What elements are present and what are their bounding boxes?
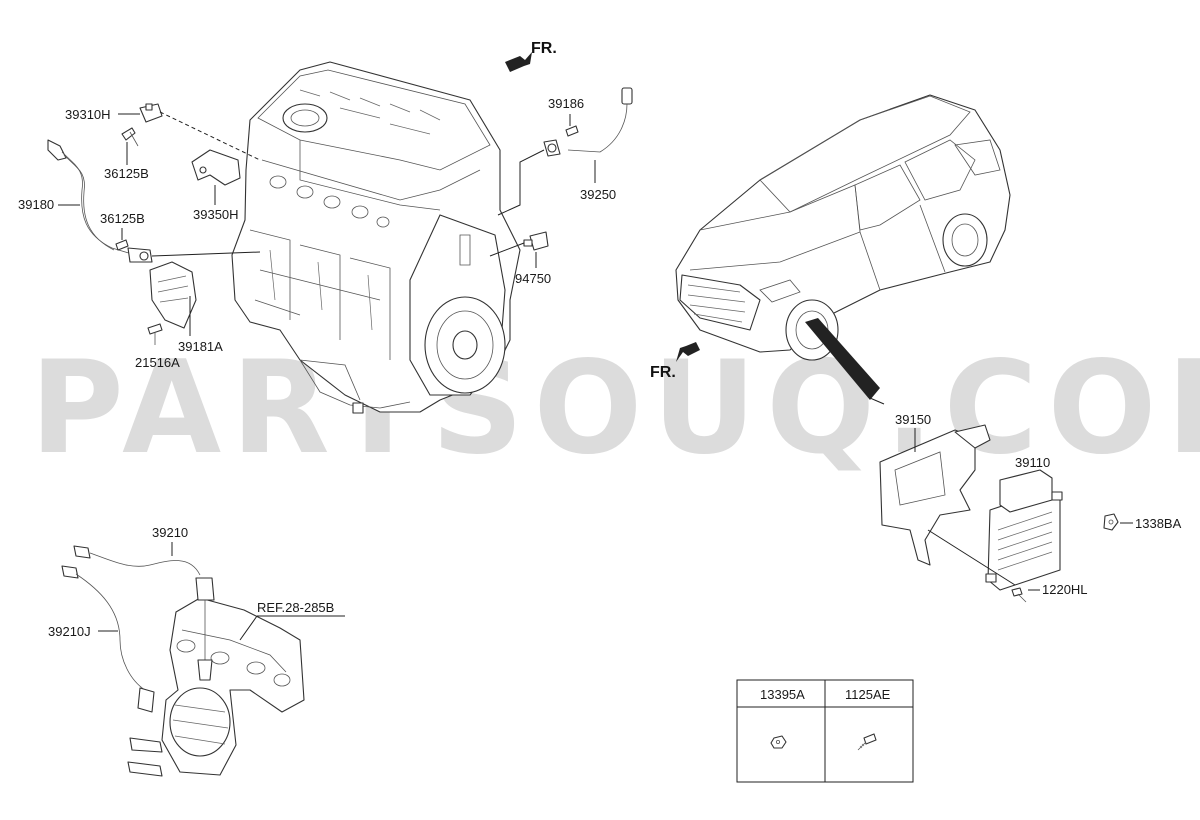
label-39110: 39110 — [1015, 455, 1050, 470]
label-ref-28-285B: REF.28-285B — [257, 600, 334, 615]
bolt-icon — [857, 733, 877, 751]
label-39181A: 39181A — [178, 339, 223, 354]
location-pointer-icon — [805, 318, 880, 400]
label-39210J: 39210J — [48, 624, 91, 639]
label-39250: 39250 — [580, 187, 616, 202]
label-39210: 39210 — [152, 525, 188, 540]
label-21516A: 21516A — [135, 355, 180, 370]
label-39186: 39186 — [548, 96, 584, 111]
engine-front-arrow-icon — [505, 52, 532, 72]
vehicle-front-label: FR. — [650, 364, 676, 381]
watermark: PARTSOUQ.COM — [30, 334, 1200, 483]
cam-position-sensor-icon — [139, 103, 163, 123]
table-header-13395A: 13395A — [760, 687, 805, 702]
nut-icon — [770, 735, 787, 749]
fastener-table: 13395A 1125AE — [736, 679, 914, 783]
heat-shield-icon — [149, 261, 197, 329]
label-39350H: 39350H — [193, 207, 239, 222]
bolt-icon — [565, 125, 579, 137]
label-36125B-top: 36125B — [104, 166, 149, 181]
oxygen-sensor-downstream-icon — [61, 565, 155, 713]
exhaust-manifold-catalyst-illustration — [127, 597, 305, 777]
label-39310H: 39310H — [65, 107, 111, 122]
label-36125B-lower: 36125B — [100, 211, 145, 226]
vehicle-illustration — [675, 94, 1011, 361]
label-1220HL: 1220HL — [1042, 582, 1088, 597]
oxygen-sensor-upstream-icon — [73, 545, 215, 681]
knock-sensor-harness-icon — [47, 139, 153, 263]
label-39150: 39150 — [895, 412, 931, 427]
bolt-icon — [147, 323, 163, 345]
bolt-icon — [1011, 587, 1027, 603]
oil-pressure-switch-icon — [523, 231, 549, 251]
label-94750: 94750 — [515, 271, 551, 286]
vehicle-front-arrow-icon — [676, 342, 700, 362]
ecu-bracket-icon — [879, 424, 991, 566]
label-39180: 39180 — [18, 197, 54, 212]
engine-front-label: FR. — [531, 40, 557, 57]
sensor-bracket-icon — [191, 149, 241, 186]
bolt-icon — [115, 239, 129, 251]
ecu-module-icon — [985, 469, 1063, 591]
nut-icon — [1103, 513, 1119, 531]
bolt-icon — [121, 127, 139, 147]
table-header-1125AE: 1125AE — [845, 687, 891, 702]
engine-block-illustration — [231, 61, 521, 414]
label-1338BA: 1338BA — [1135, 516, 1182, 531]
temperature-sensor-icon — [543, 87, 633, 157]
